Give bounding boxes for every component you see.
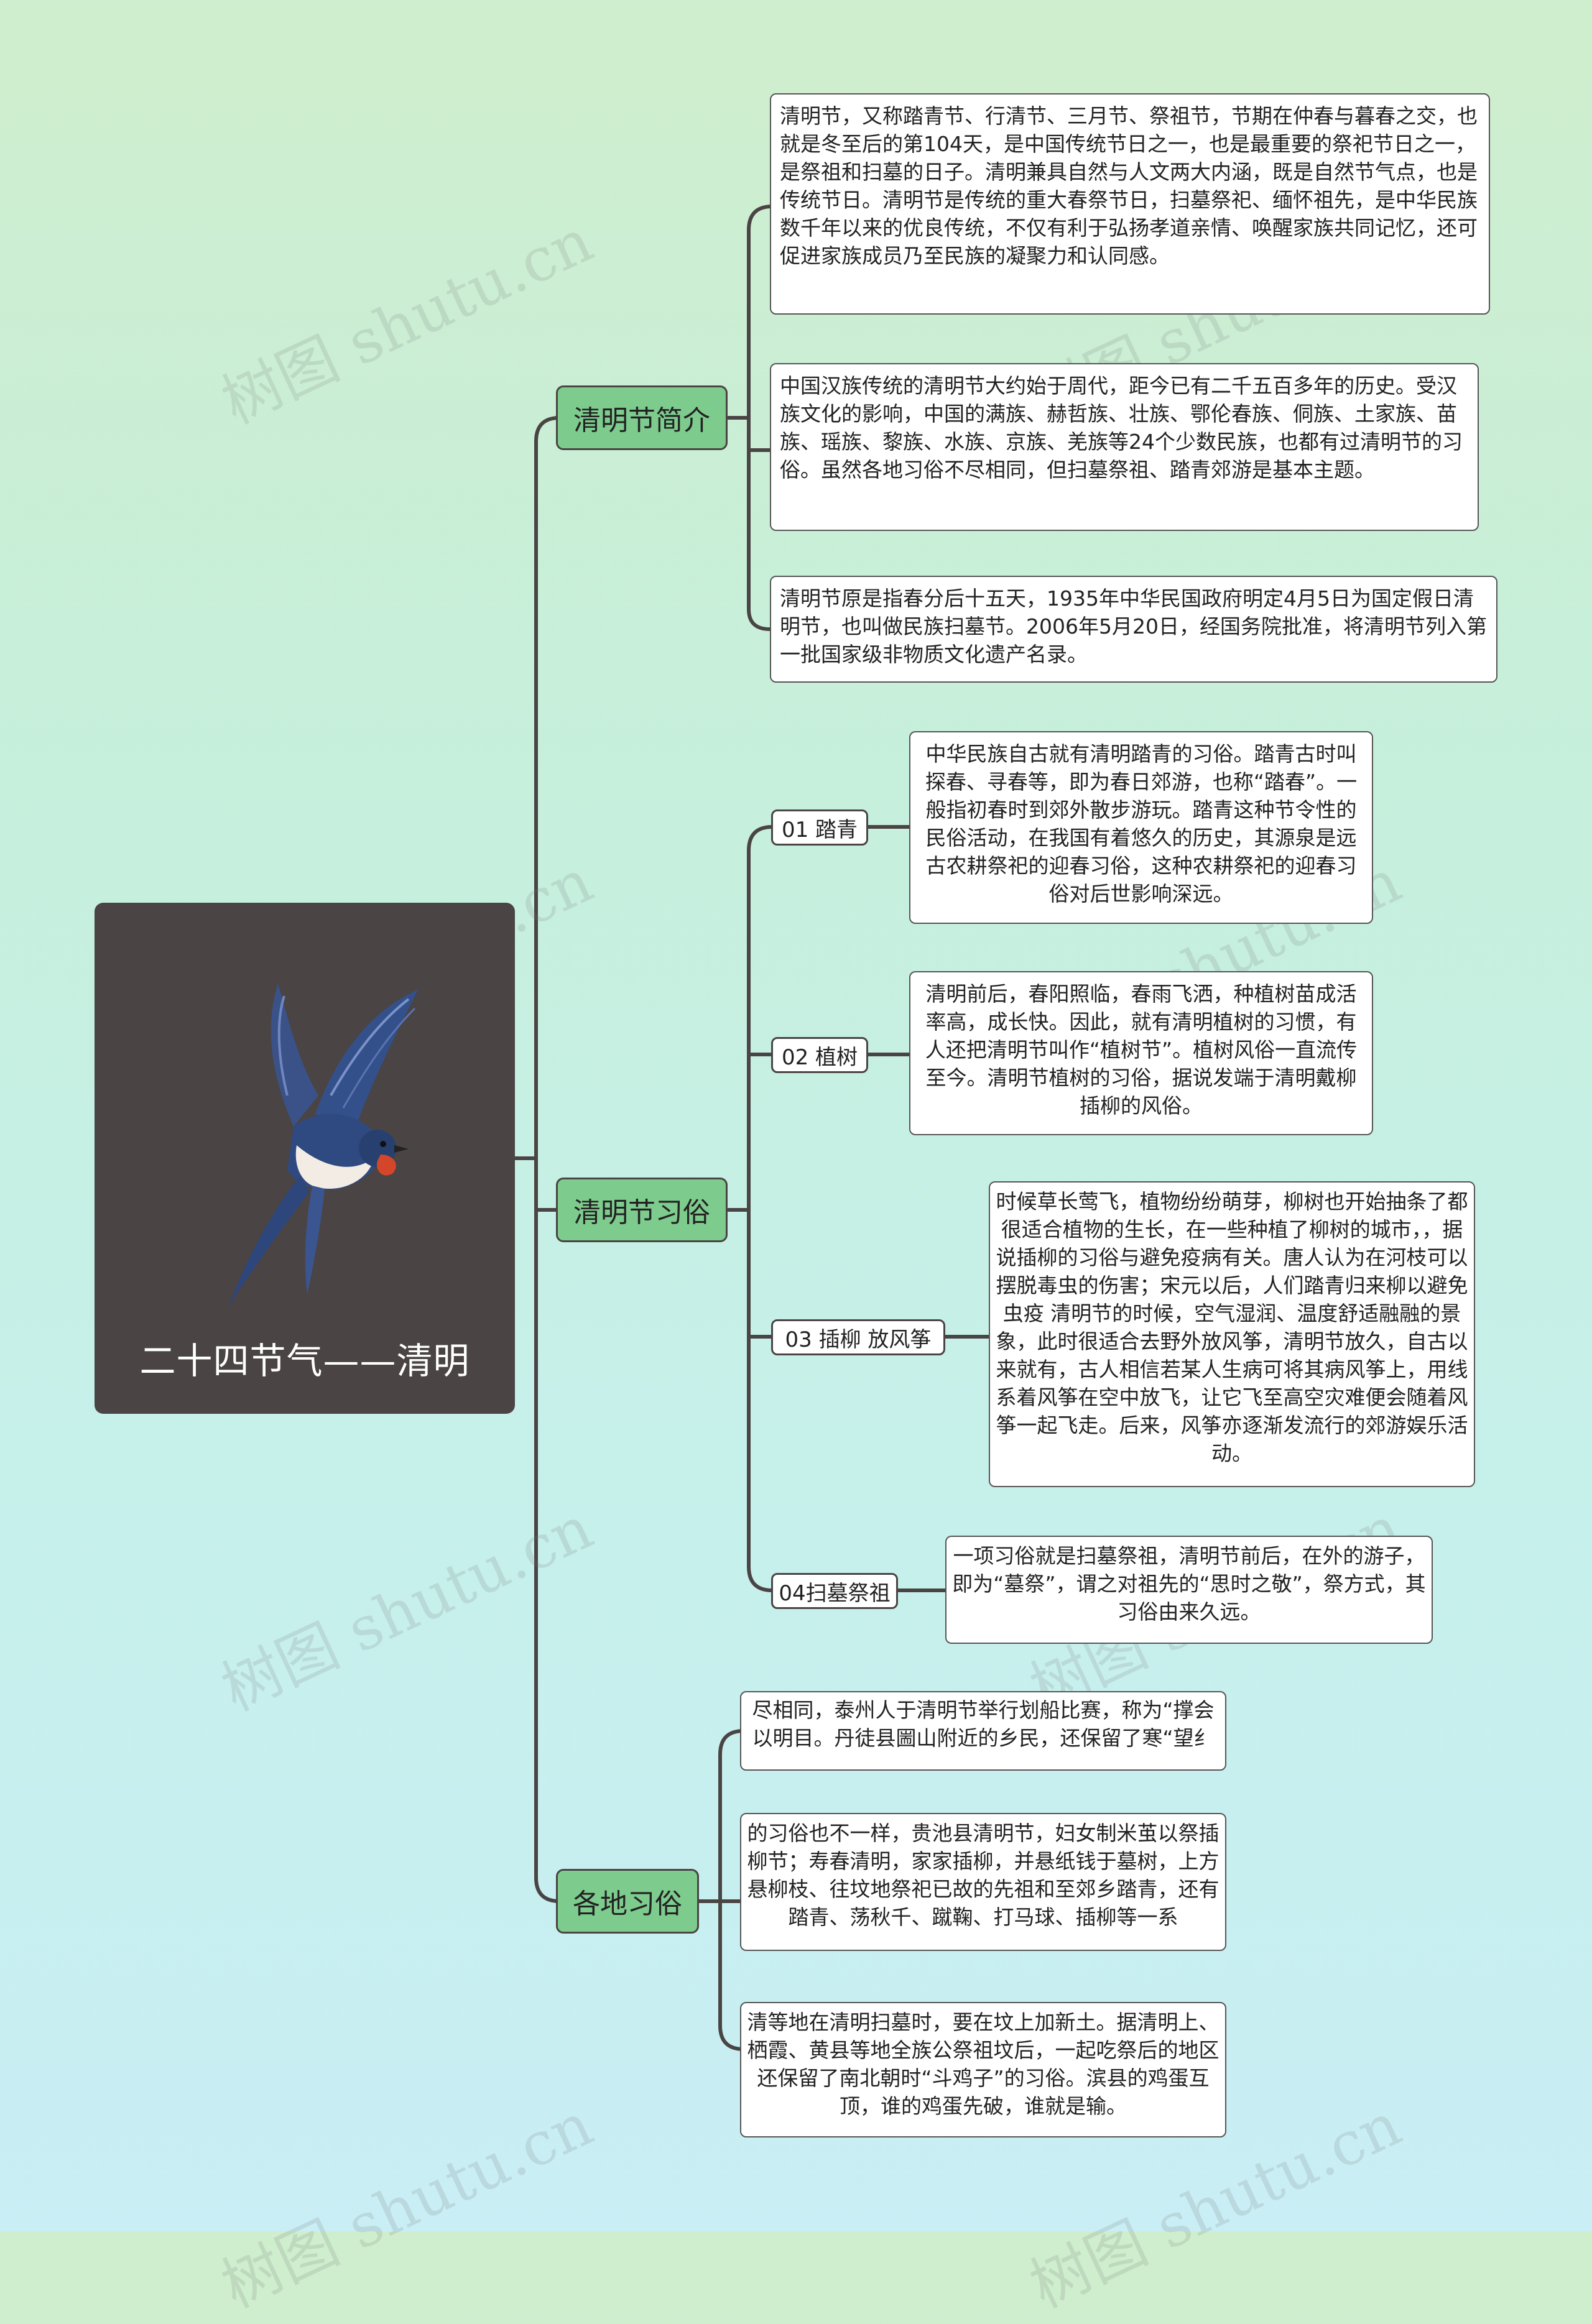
custom-note-taqing[interactable]: 中华民族自古就有清明踏青的习俗。踏青古时叫探春、寻春等，即为春日郊游，也称“踏春… (909, 731, 1373, 924)
custom-note-saomu[interactable]: 一项习俗就是扫墓祭祖，清明节前后，在外的游子，即为“墓祭”，谓之对祖先的“思时之… (945, 1536, 1433, 1644)
branch-regional-customs[interactable]: 各地习俗 (556, 1869, 699, 1934)
custom-item-chaliu-fengzheng[interactable]: 03 插柳 放风筝 (771, 1319, 945, 1355)
intro-note-3[interactable]: 清明节原是指春分后十五天，1935年中华民国政府明定4月5日为国定假日清明节，也… (770, 576, 1497, 683)
custom-item-tabling[interactable]: 01 踏青 (771, 809, 868, 846)
branch-qingming-intro[interactable]: 清明节简介 (556, 385, 728, 450)
custom-note-zhishu[interactable]: 清明前后，春阳照临，春雨飞洒，种植树苗成活率高，成长快。因此，就有清明植树的习惯… (909, 971, 1373, 1135)
custom-item-zhishu[interactable]: 02 植树 (771, 1037, 868, 1073)
custom-item-saomu[interactable]: 04扫墓祭祖 (771, 1573, 898, 1609)
regional-note-1[interactable]: 尽相同，泰州人于清明节举行划船比赛，称为“撑会以明目。丹徒县圌山附近的乡民，还保… (740, 1691, 1226, 1771)
intro-note-1[interactable]: 清明节，又称踏青节、行清节、三月节、祭祖节，节期在仲春与暮春之交，也就是冬至后的… (770, 93, 1490, 315)
intro-note-2[interactable]: 中国汉族传统的清明节大约始于周代，距今已有二千五百多年的历史。受汉族文化的影响，… (770, 363, 1479, 531)
root-title: 二十四节气——清明 (139, 1340, 470, 1382)
regional-note-3[interactable]: 清等地在清明扫墓时，要在坟上加新土。据清明上、栖霞、黄县等地全族公祭祖坟后，一起… (740, 2002, 1226, 2137)
branch-qingming-customs[interactable]: 清明节习俗 (556, 1178, 728, 1242)
regional-note-2[interactable]: 的习俗也不一样，贵池县清明节，妇女制米茧以祭插柳节；寿春清明，家家插柳，并悬纸钱… (740, 1813, 1226, 1951)
custom-note-chaliu-fengzheng[interactable]: 时候草长莺飞，植物纷纷萌芽，柳树也开始抽条了都很适合植物的生长，在一些种植了柳树… (989, 1181, 1475, 1487)
swallow-bird-icon (228, 984, 418, 1307)
root-node[interactable]: 二十四节气——清明 (95, 903, 515, 1414)
mindmap-connectors (513, 205, 991, 2051)
